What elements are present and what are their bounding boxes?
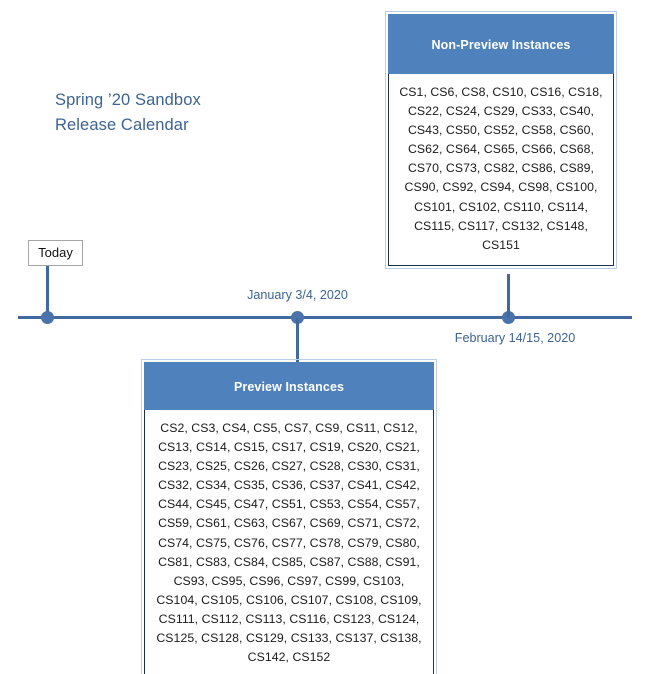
february-milestone-label: February 14/15, 2020 — [454, 331, 576, 345]
non-preview-instances-list: CS1, CS6, CS8, CS10, CS16, CS18, CS22, C… — [388, 74, 614, 266]
today-marker-dot — [41, 311, 54, 324]
january-milestone-label: January 3/4, 2020 — [247, 288, 348, 302]
preview-instances-header: Preview Instances — [144, 362, 434, 410]
january-milestone-stem — [296, 318, 299, 364]
today-marker-stem — [46, 266, 49, 318]
january-milestone-dot — [291, 311, 304, 324]
preview-instances-box: Preview Instances CS2, CS3, CS4, CS5, CS… — [144, 362, 434, 674]
page-title: Spring ’20 Sandbox Release Calendar — [55, 91, 201, 134]
non-preview-instances-box: Non-Preview Instances CS1, CS6, CS8, CS1… — [388, 14, 614, 266]
timeline-axis — [18, 316, 632, 319]
preview-instances-list: CS2, CS3, CS4, CS5, CS7, CS9, CS11, CS12… — [144, 410, 434, 674]
today-marker-label: Today — [28, 240, 83, 266]
february-milestone-stem — [507, 274, 510, 318]
non-preview-instances-header: Non-Preview Instances — [388, 14, 614, 74]
